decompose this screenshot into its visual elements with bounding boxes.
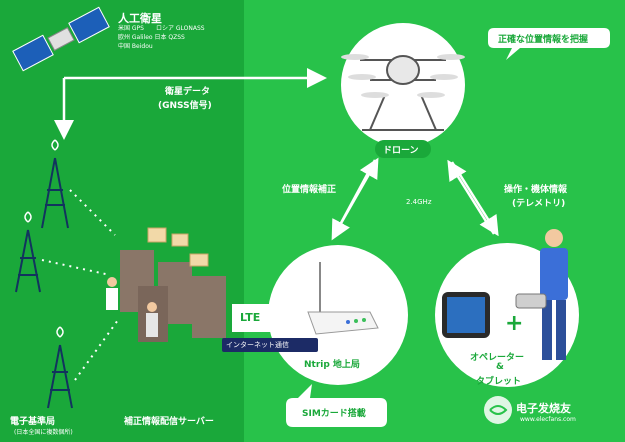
satellite-systems-line-3: 中国 Beidou bbox=[118, 43, 153, 50]
position-callout-bubble bbox=[488, 28, 610, 60]
satellite-systems-line-2: 欧州 Galileo 日本 QZSS bbox=[118, 34, 185, 41]
telemetry-label-line-2: (テレメトリ) bbox=[512, 199, 566, 209]
frequency-label: 2.4GHz bbox=[406, 198, 432, 206]
satellite-title: 人工衛星 bbox=[118, 12, 162, 25]
sim-callout-bubble bbox=[286, 384, 387, 427]
internet-badge bbox=[222, 338, 318, 352]
internet-label: インターネット通信 bbox=[226, 341, 289, 349]
telemetry-arrow-up bbox=[447, 159, 496, 235]
lte-arrow bbox=[232, 296, 298, 340]
drone-icon bbox=[341, 54, 465, 131]
watermark-site: www.elecfans.com bbox=[520, 416, 576, 423]
satellite-systems-line-1: 米国 GPS ロシア GLONASS bbox=[118, 25, 205, 32]
operator-label-line-2: & bbox=[496, 362, 504, 372]
operator-label-line-1: オペレーター bbox=[470, 353, 525, 363]
position-callout-text: 正確な位置情報を把握 bbox=[498, 35, 589, 45]
drone-label: ドローン bbox=[383, 146, 419, 156]
watermark-logo bbox=[484, 396, 512, 424]
tower-links bbox=[41, 189, 119, 381]
lte-label: LTE bbox=[240, 311, 261, 324]
gnss-label-line-2: (GNSS信号) bbox=[158, 101, 212, 111]
base-station-label: Ntrip 地上局 bbox=[304, 360, 360, 370]
router-icon bbox=[307, 262, 379, 335]
reference-station-subtitle: (日本全国に複数個所) bbox=[14, 429, 73, 436]
sim-label: SIMカード搭載 bbox=[302, 409, 366, 419]
operator-label-line-3: タブレット bbox=[476, 377, 522, 387]
operator-person-icon bbox=[515, 229, 568, 360]
data-cubes-icon bbox=[147, 227, 209, 267]
correction-server-label: 補正情報配信サーバー bbox=[124, 417, 214, 427]
plus-sign: + bbox=[505, 311, 523, 336]
satellite-icon bbox=[12, 6, 110, 72]
server-racks-icon bbox=[106, 250, 226, 342]
correction-arrow-up bbox=[334, 157, 379, 233]
reference-station-title: 電子基準局 bbox=[10, 417, 56, 427]
tablet-icon bbox=[442, 292, 490, 338]
gnss-label-line-1: 衛星データ bbox=[165, 87, 211, 97]
left-panel-bg bbox=[0, 0, 244, 442]
telemetry-label-line-1: 操作・機体情報 bbox=[504, 185, 568, 195]
correction-label: 位置情報補正 bbox=[282, 185, 337, 195]
watermark-brand: 电子发烧友 bbox=[516, 402, 571, 415]
reference-station-towers bbox=[15, 139, 73, 409]
drone-label-pill bbox=[375, 140, 431, 158]
